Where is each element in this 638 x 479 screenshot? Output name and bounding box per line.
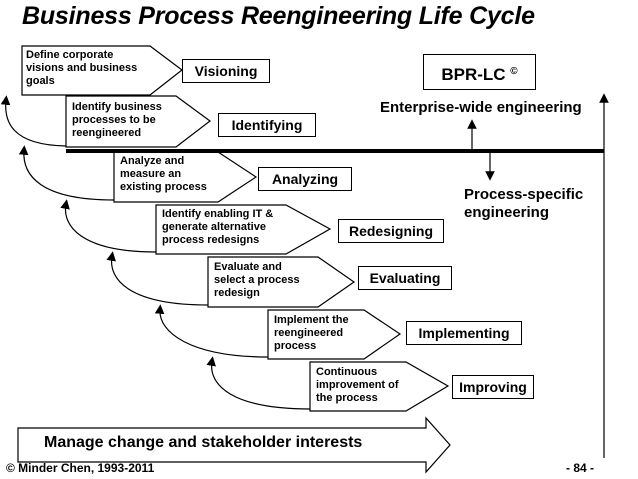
phase-improving: Improving bbox=[452, 375, 534, 399]
bpr-lc-badge: BPR-LC © bbox=[423, 54, 536, 90]
step-7-arrow bbox=[309, 361, 450, 412]
copyright: © Minder Chen, 1993-2011 bbox=[6, 461, 155, 475]
phase-redesigning: Redesigning bbox=[338, 219, 444, 243]
page-number: - 84 - bbox=[566, 461, 595, 475]
enterprise-wide-label: Enterprise-wide engineering bbox=[380, 99, 582, 116]
step-1-arrow bbox=[21, 45, 183, 96]
step-4-arrow bbox=[155, 204, 332, 255]
page-title: Business Process Reengineering Life Cycl… bbox=[22, 2, 535, 30]
step-2-arrow bbox=[65, 95, 212, 148]
step-4-desc: Identify enabling IT &generate alternati… bbox=[162, 208, 274, 246]
phase-implementing: Implementing bbox=[406, 321, 522, 345]
phase-analyzing: Analyzing bbox=[258, 167, 352, 191]
step-6-arrow bbox=[267, 309, 402, 360]
phase-identifying: Identifying bbox=[218, 113, 316, 137]
phase-evaluating: Evaluating bbox=[358, 266, 452, 290]
phase-visioning: Visioning bbox=[182, 59, 270, 83]
manage-arrow bbox=[17, 416, 451, 474]
manage-change-label: Manage change and stakeholder interests bbox=[44, 434, 363, 451]
step-5-arrow bbox=[207, 256, 356, 308]
